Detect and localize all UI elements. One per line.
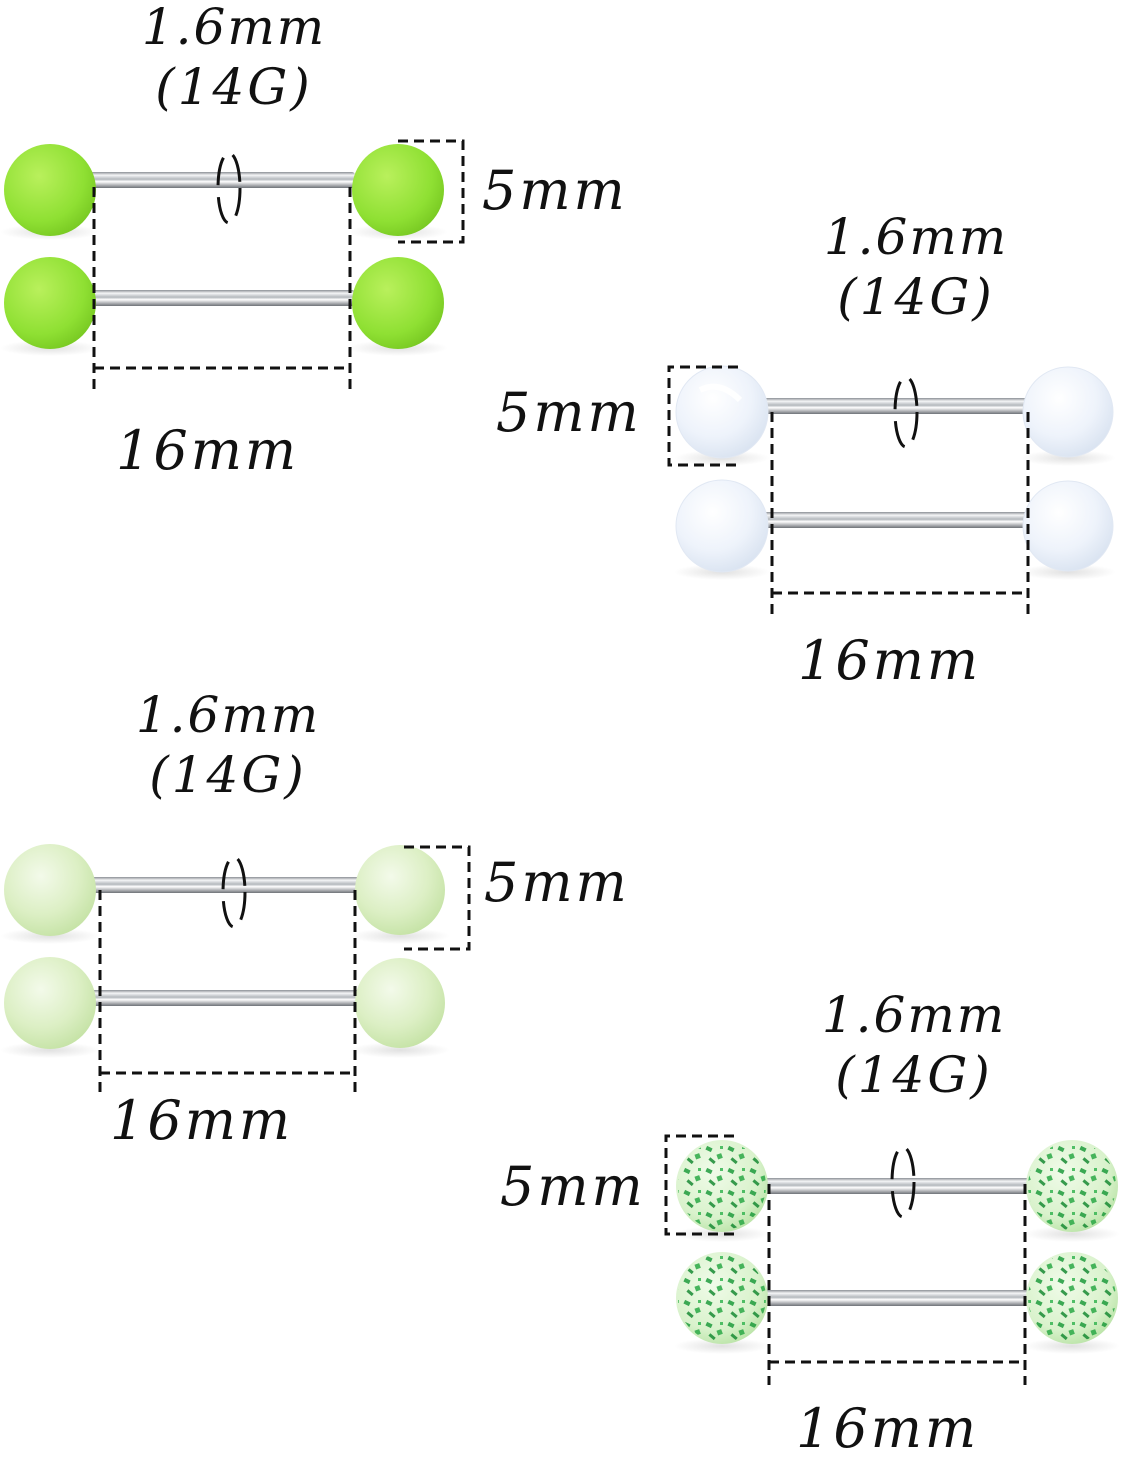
gauge-ring-icon: [890, 1145, 916, 1219]
barbell-bottom: [0, 257, 448, 356]
barbell-top: [0, 844, 450, 944]
ball-size-label: 5mm: [484, 851, 630, 914]
barbell-set-glow-green: [0, 844, 471, 1096]
barbell-set-green-glitter: [664, 1134, 1120, 1385]
length-bracket: [98, 890, 357, 1096]
ball-size-label: 5mm: [500, 1155, 646, 1218]
gauge-g-text: (14G): [155, 58, 313, 116]
gauge-label: 1.6mm (14G): [784, 990, 1044, 1100]
barbell-set-neon-green: [0, 139, 465, 390]
gauge-ring-icon: [221, 855, 247, 929]
ball-size-bracket: [398, 139, 465, 244]
gauge-label: 1.6mm (14G): [104, 2, 364, 112]
ball-size-bracket: [404, 845, 471, 951]
ball-end-left: [4, 144, 96, 236]
gauge-g-text: (14G): [837, 268, 995, 326]
gauge-label: 1.6mm (14G): [98, 690, 358, 800]
ball-size-label: 5mm: [482, 159, 628, 222]
length-bracket: [770, 412, 1030, 615]
ball-size-bracket: [664, 1134, 734, 1236]
bar-length-label: 16mm: [110, 1089, 294, 1152]
ball-size-bracket: [667, 365, 738, 467]
bar-length-label: 16mm: [798, 629, 982, 692]
barbell-top: [674, 1140, 1120, 1242]
bar-length-label: 16mm: [116, 419, 300, 482]
gauge-mm-text: 1.6mm: [823, 208, 1009, 266]
barbell-bottom: [674, 479, 1116, 580]
length-bracket: [92, 187, 352, 390]
gauge-mm-text: 1.6mm: [821, 986, 1007, 1044]
gauge-g-text: (14G): [149, 746, 307, 804]
barbell-set-clear: [667, 365, 1116, 615]
gauge-mm-text: 1.6mm: [135, 686, 321, 744]
gauge-label: 1.6mm (14G): [786, 212, 1046, 322]
ball-end-right: [352, 144, 444, 236]
ball-size-label: 5mm: [496, 381, 642, 444]
barbell-bottom: [0, 957, 450, 1058]
length-bracket: [767, 1184, 1027, 1385]
gauge-g-text: (14G): [835, 1046, 993, 1104]
gauge-mm-text: 1.6mm: [141, 0, 327, 56]
barbell-bottom: [674, 1252, 1120, 1354]
bar-length-label: 16mm: [796, 1397, 980, 1460]
barbell-top: [0, 144, 448, 240]
barbell-top: [674, 365, 1116, 466]
gauge-ring-icon: [893, 375, 919, 449]
gauge-ring-icon: [216, 151, 242, 225]
